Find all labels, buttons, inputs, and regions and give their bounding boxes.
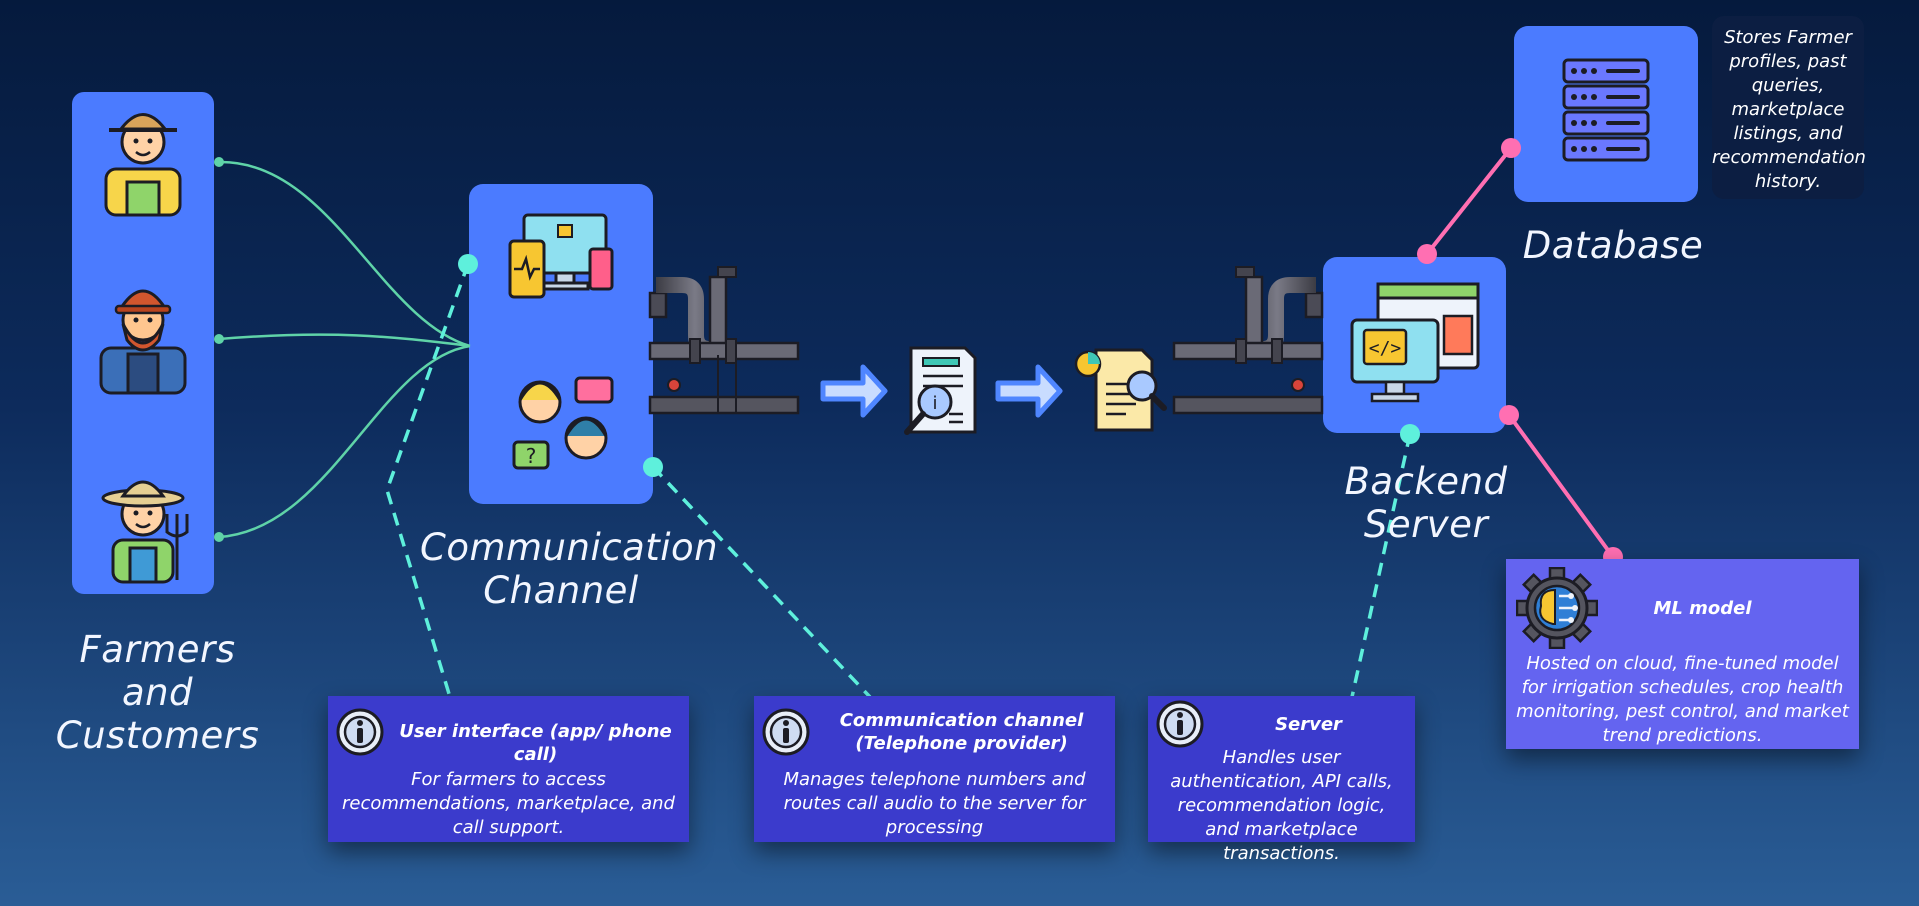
database-note: Stores Farmer profiles, past queries, ma… — [1712, 16, 1866, 199]
support-agents-icon: ? — [512, 376, 614, 470]
connector-dot — [214, 334, 224, 344]
farmer-beard-icon — [99, 289, 187, 395]
communication-channel-card: Communication channel(Telephone provider… — [754, 696, 1115, 842]
connector-dot — [1400, 424, 1420, 444]
ml-model-card: ML model Hosted on cloud, fine-tuned mod… — [1506, 559, 1859, 749]
pipe-icon — [648, 266, 800, 415]
pipe-icon — [1172, 266, 1324, 415]
farmer-hat-icon — [104, 113, 182, 217]
connector-dot — [214, 532, 224, 542]
card-title: ML model — [1653, 598, 1752, 619]
connector-dot — [214, 157, 224, 167]
arrow-right-icon — [820, 364, 888, 418]
pink-connectors — [1425, 146, 1615, 559]
connector-dot — [1501, 138, 1521, 158]
info-icon — [1156, 700, 1204, 748]
svg-text:?: ? — [526, 444, 537, 468]
connector-dot — [1417, 244, 1437, 264]
info-icon — [336, 708, 384, 756]
svg-text:i: i — [932, 393, 937, 414]
card-description: For farmers to access recommendations, m… — [342, 769, 675, 838]
connector-dot — [643, 457, 663, 477]
brain-gear-icon — [1516, 567, 1598, 649]
code-monitor-icon: </> — [1350, 282, 1480, 403]
card-title: User interface (app/ phone call) — [399, 721, 672, 765]
card-description: Manages telephone numbers and routes cal… — [783, 769, 1086, 838]
database-label: Database — [1522, 224, 1704, 267]
dashed-connectors — [385, 263, 1412, 699]
card-title: Communication channel(Telephone provider… — [839, 710, 1084, 754]
arrow-right-icon — [995, 364, 1063, 418]
info-icon — [762, 708, 810, 756]
card-title: Server — [1275, 714, 1342, 735]
server-card: Server Handles user authentication, API … — [1148, 696, 1415, 864]
server-rack-icon — [1562, 58, 1650, 162]
backend-label: Backend Server — [1344, 460, 1508, 546]
document-search-icon: i — [904, 346, 977, 435]
svg-text:</>: </> — [1369, 338, 1402, 359]
user-interface-card: User interface (app/ phone call) For far… — [328, 696, 689, 842]
connector-dot — [458, 254, 478, 274]
devices-icon — [508, 213, 614, 299]
card-description: Handles user authentication, API calls, … — [1170, 747, 1393, 864]
farmer-connectors — [218, 160, 471, 539]
card-description: Hosted on cloud, fine-tuned model for ir… — [1516, 653, 1849, 746]
connector-dot — [1499, 405, 1519, 425]
farmer-pitchfork-icon — [101, 480, 189, 584]
report-search-icon — [1074, 348, 1167, 432]
